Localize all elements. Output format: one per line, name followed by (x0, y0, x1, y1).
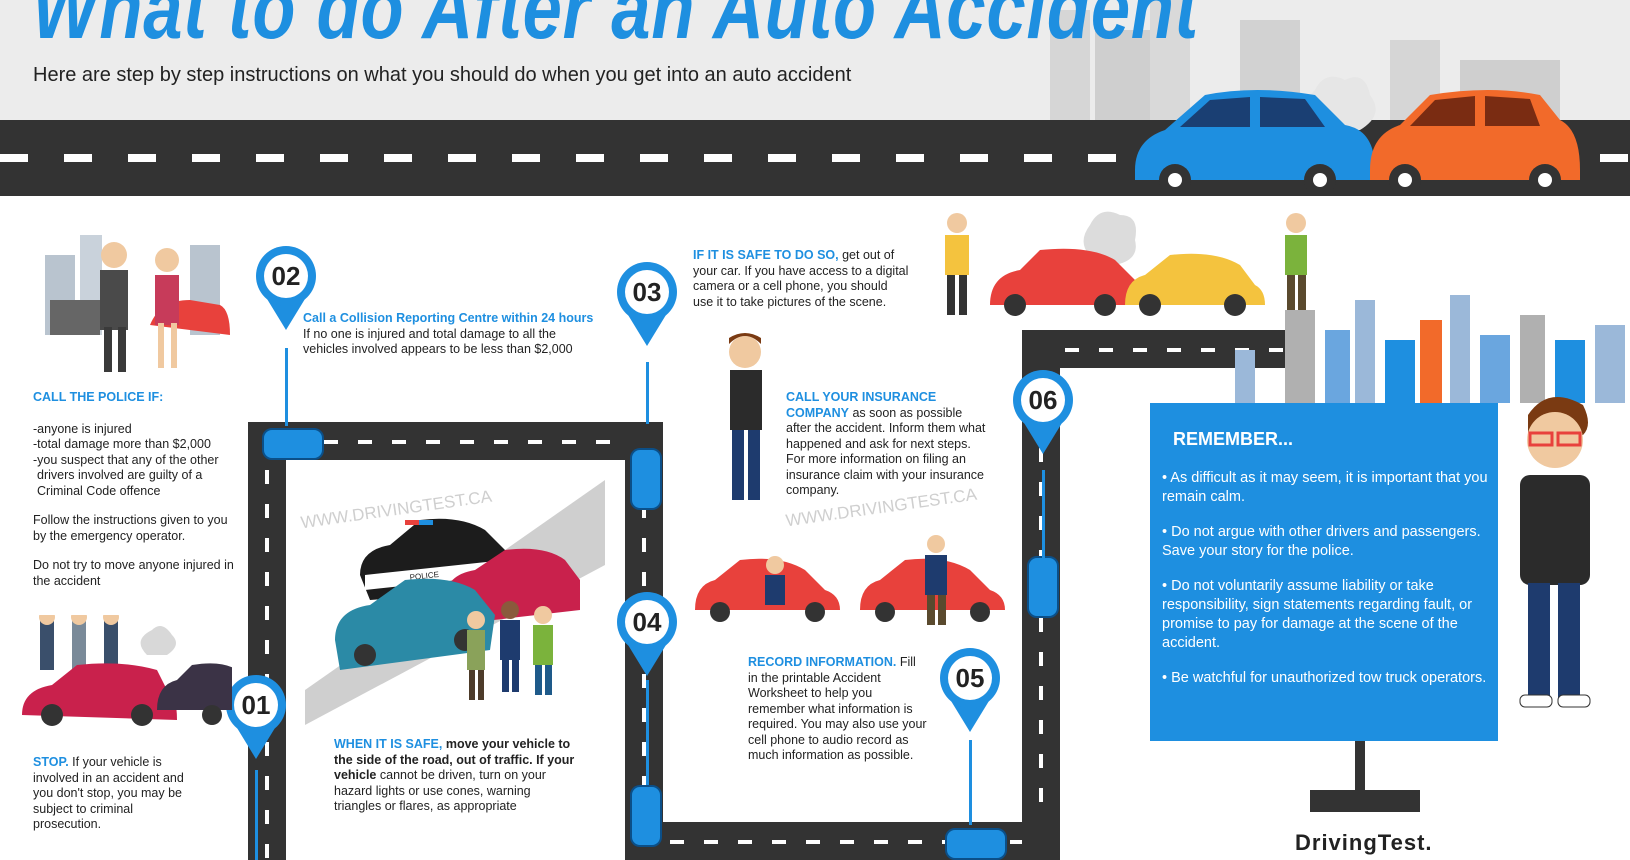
marker-line (285, 348, 288, 426)
wheel-icon (805, 602, 825, 622)
page-subtitle: Here are step by step instructions on wh… (33, 64, 852, 86)
remember-item: • As difficult as it may seem, it is imp… (1162, 470, 1488, 505)
step-06-heading: CALL YOUR INSURANCE COMPANY (786, 390, 937, 420)
blue-car-icon (945, 828, 1007, 860)
step-02-heading: Call a Collision Reporting Centre within… (303, 311, 594, 325)
remember-item: • Be watchful for unauthorized tow truck… (1162, 670, 1487, 686)
step-03-heading: IF IT IS SAFE TO DO SO, (693, 248, 839, 262)
police-note: Follow the instructions given to you by … (33, 513, 228, 543)
wheel-icon (202, 705, 222, 725)
step-marker-04: 04 (617, 592, 677, 676)
police-section: CALL THE POLICE IF: -anyone is injured -… (33, 390, 243, 589)
building-shape (1050, 10, 1090, 120)
city-skyline (1235, 290, 1630, 403)
step-04-body-bold: move your vehicle to the side of the roa… (334, 737, 575, 782)
road-lane-markings (265, 470, 269, 860)
step-03-body: get out of your car. If you have access … (693, 248, 909, 309)
photo-taking-scene-illustration (945, 211, 1307, 316)
step-06-body: as soon as possible after the accident. … (786, 405, 986, 498)
remember-panel: REMEMBER... • As difficult as it may see… (1150, 403, 1498, 741)
step-marker-05: 05 (940, 648, 1000, 732)
road-lane-markings (0, 154, 1630, 162)
blue-car-icon (1135, 90, 1375, 180)
step-marker-06: 06 (1013, 370, 1073, 454)
police-officer-figure (500, 620, 520, 660)
police-condition: -total damage more than $2,000 (33, 437, 211, 451)
person-figure (925, 555, 947, 595)
step-04-text: WHEN IT IS SAFE, move your vehicle to th… (334, 737, 579, 815)
wheel-icon (1139, 294, 1161, 316)
police-condition: Criminal Code offence (37, 483, 161, 498)
step-04-heading: WHEN IT IS SAFE, (334, 737, 443, 751)
crashed-cars-illustration (1135, 76, 1580, 190)
step-marker-02: 02 (256, 246, 316, 330)
wheel-icon (1094, 294, 1116, 316)
man-figure (100, 270, 128, 330)
remember-item: • Do not argue with other drivers and pa… (1162, 524, 1481, 559)
person-figure (1285, 235, 1307, 275)
step-01-body: If your vehicle is involved in an accide… (33, 755, 184, 831)
remember-title: REMEMBER... (1173, 429, 1294, 449)
blue-car-icon (1027, 556, 1059, 618)
woman-figure (155, 275, 179, 325)
step-01-heading: STOP. (33, 755, 69, 769)
brand-logo: DrivingTest. (1295, 830, 1433, 855)
step-05-text: RECORD INFORMATION. Fill in the printabl… (748, 655, 928, 764)
road-lane-markings (670, 840, 1030, 844)
police-note: Do not try to move anyone injured in the… (33, 558, 234, 588)
police-condition: drivers involved are guilty of a (37, 468, 203, 482)
police-condition: -you suspect that any of the other (33, 452, 219, 467)
crash-with-people-illustration (22, 615, 232, 726)
board-base (1310, 790, 1420, 812)
marker-line (646, 362, 649, 424)
person-figure (945, 235, 969, 275)
marker-line (255, 770, 258, 860)
red-car-icon (990, 248, 1145, 305)
police-condition: -anyone is injured (33, 421, 132, 436)
page-title: What to do After an Auto Accident (32, 0, 1200, 57)
police-scene-illustration: POLICE (305, 480, 605, 725)
building-shape (1095, 30, 1150, 120)
step-06-text: CALL YOUR INSURANCE COMPANY as soon as p… (786, 390, 986, 499)
step-marker-03: 03 (617, 262, 677, 346)
marker-line (646, 680, 649, 785)
wheel-icon (1004, 294, 1026, 316)
remember-item: • Do not voluntarily assume liability or… (1162, 578, 1473, 651)
thinking-man-illustration (1519, 397, 1591, 708)
police-heading: CALL THE POLICE IF: (33, 390, 164, 404)
wheel-icon (970, 602, 990, 622)
marker-line (969, 740, 972, 825)
step-05-body: Fill in the printable Accident Worksheet… (748, 655, 927, 762)
step-02-body: If no one is injured and total damage to… (303, 326, 573, 357)
wheel-icon (354, 644, 376, 666)
blue-car-icon (262, 428, 324, 460)
wheel-icon (710, 602, 730, 622)
step-01-text: STOP. If your vehicle is involved in an … (33, 755, 198, 833)
wheel-icon (875, 602, 895, 622)
step-04-body: cannot be driven, turn on your hazard li… (334, 768, 546, 813)
step-03-text: IF IT IS SAFE TO DO SO, get out of your … (693, 248, 911, 310)
wheel-icon (131, 704, 153, 726)
marker-line (1042, 470, 1045, 560)
man-on-phone-illustration (729, 333, 762, 500)
road-lane-markings (290, 440, 640, 444)
teal-car-icon (335, 578, 495, 670)
wheel-icon (1224, 294, 1246, 316)
people-on-phone-illustration (45, 235, 230, 372)
step-05-heading: RECORD INFORMATION. (748, 655, 897, 669)
blue-car-icon (630, 785, 662, 847)
step-marker-01: 01 (226, 675, 286, 759)
blue-car-icon (630, 448, 662, 510)
person-figure (765, 575, 785, 605)
recording-info-illustration (695, 535, 1005, 625)
building-shape (1150, 0, 1190, 120)
person-figure (467, 630, 485, 670)
board-stand (1355, 741, 1365, 791)
wheel-icon (41, 704, 63, 726)
person-figure (533, 625, 553, 665)
road-lane-markings (1065, 348, 1285, 352)
yellow-car-icon (1125, 253, 1265, 305)
step-02-text: Call a Collision Reporting Centre within… (303, 311, 603, 358)
